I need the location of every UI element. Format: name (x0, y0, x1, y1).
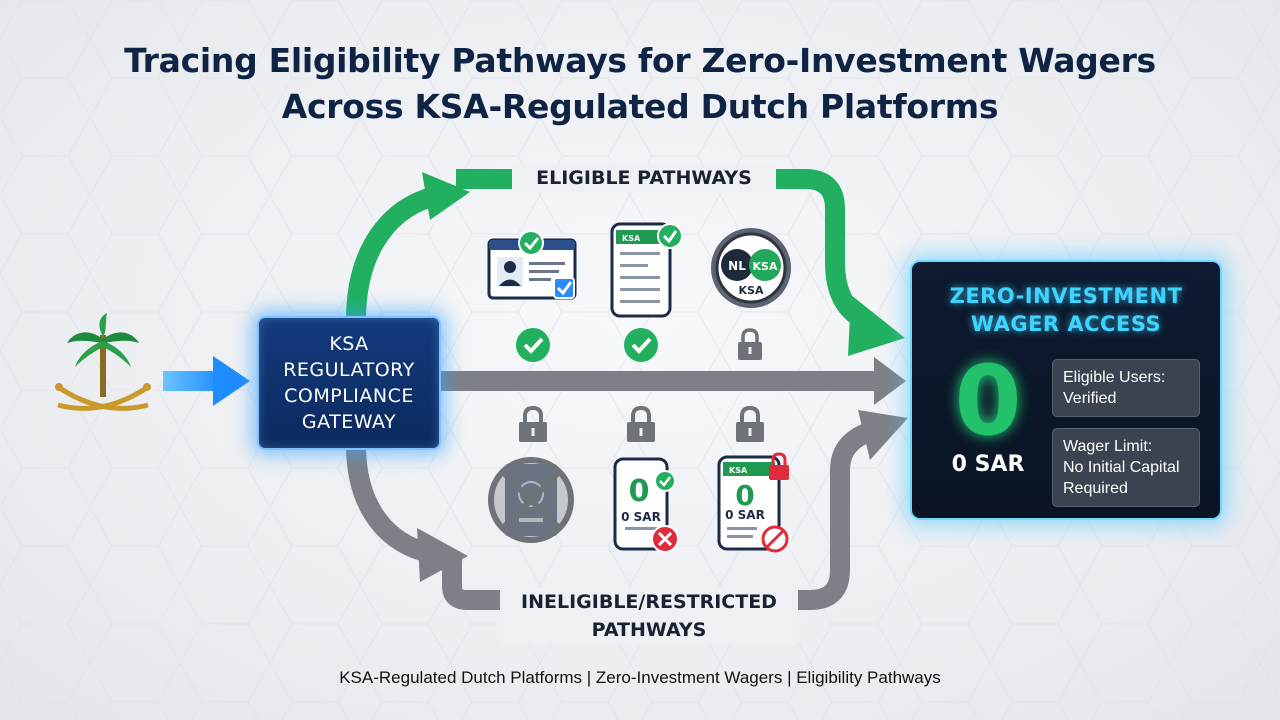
access-title-line-1: ZERO-INVESTMENT (949, 284, 1183, 308)
saudi-emblem-icon (55, 313, 151, 411)
id-card-check-icon (487, 230, 577, 300)
wager-limit-label: Wager Limit: (1063, 438, 1153, 455)
ineligible-label-line-1: INELIGIBLE/RESTRICTED (521, 591, 777, 613)
wager-access-panel: ZERO-INVESTMENT WAGER ACCESS 0 0 SAR Eli… (910, 260, 1222, 520)
gateway-line-3: COMPLIANCE (284, 385, 414, 407)
wager-limit-box: Wager Limit: No Initial Capital Required (1052, 428, 1200, 507)
access-title: ZERO-INVESTMENT WAGER ACCESS (912, 282, 1220, 338)
nl-ksa-seal-icon: NL KSA KSA (711, 228, 791, 308)
red-lock-icon (769, 452, 789, 480)
phone-zero-text: 0 (629, 474, 650, 509)
check-icon (624, 328, 658, 362)
seal-bottom-text: KSA (739, 284, 764, 297)
phone-zero-sar-lock-icon: KSA 0 0 SAR (717, 452, 789, 553)
eligible-pathway-arrow (346, 169, 905, 356)
lock-icon (736, 405, 764, 442)
direct-pathway-arrow (437, 357, 906, 405)
zero-digit: 0 (954, 345, 1022, 457)
eligible-users-value: Verified (1063, 390, 1117, 407)
gateway-line-1: KSA (329, 333, 369, 355)
eligible-users-box: Eligible Users: Verified (1052, 359, 1200, 417)
title-line-1: Tracing Eligibility Pathways for Zero-In… (124, 41, 1156, 80)
phone-zero-text: 0 (735, 479, 754, 512)
lock-icon (519, 405, 547, 442)
page-title: Tracing Eligibility Pathways for Zero-In… (0, 38, 1280, 130)
lock-icon (627, 405, 655, 442)
phone-sar-text: 0 SAR (621, 510, 661, 524)
check-icon (516, 328, 550, 362)
zero-sar-label: 0 SAR (951, 452, 1025, 477)
phone-header-text: KSA (622, 234, 641, 243)
phone-app-check-icon: KSA (610, 222, 683, 318)
gateway-line-4: GATEWAY (301, 411, 397, 433)
phone-sar-text: 0 SAR (725, 508, 765, 522)
ineligible-label-line-2: PATHWAYS (591, 619, 707, 641)
lock-icon (738, 328, 762, 360)
entry-arrow (163, 356, 250, 406)
phone-zero-sar-x-icon: 0 0 SAR (613, 457, 679, 553)
phone-header-text: KSA (729, 466, 748, 475)
eligible-pathways-label: ELIGIBLE PATHWAYS (512, 164, 776, 192)
title-line-2: Across KSA-Regulated Dutch Platforms (281, 87, 999, 126)
passport-crossed-icon (488, 457, 574, 543)
compliance-gateway-box: KSA REGULATORY COMPLIANCE GATEWAY (257, 316, 441, 450)
access-title-line-2: WAGER ACCESS (970, 312, 1162, 336)
wager-limit-value-1: No Initial Capital (1063, 459, 1180, 476)
gateway-line-2: REGULATORY (283, 359, 415, 381)
seal-nl-text: NL (728, 259, 746, 273)
eligible-users-label: Eligible Users: (1063, 369, 1166, 386)
footer-caption: KSA-Regulated Dutch Platforms | Zero-Inv… (339, 668, 941, 687)
seal-ksa-text: KSA (753, 260, 778, 273)
wager-limit-value-2: Required (1063, 480, 1128, 497)
ineligible-pathways-label: INELIGIBLE/RESTRICTED PATHWAYS (500, 588, 798, 644)
ineligible-pathway-arrow (346, 410, 908, 610)
